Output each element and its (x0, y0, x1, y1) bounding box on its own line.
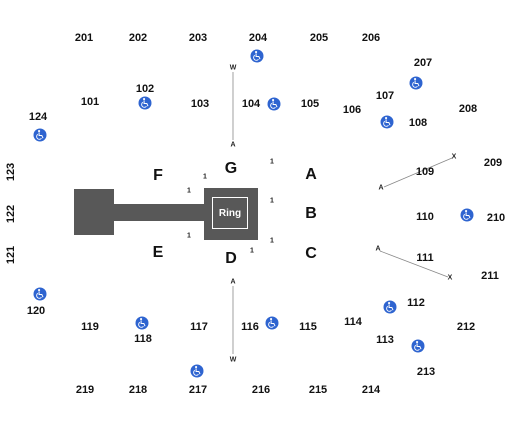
section-124[interactable]: 124 (28, 111, 48, 123)
section-215[interactable]: 215 (308, 384, 328, 396)
wheelchair-icon[interactable] (33, 287, 47, 301)
wheelchair-icon[interactable] (250, 49, 264, 63)
section-111[interactable]: 111 (416, 252, 434, 264)
section-117[interactable]: 117 (190, 321, 208, 333)
aisle-line-111 (379, 250, 449, 278)
wheelchair-icon[interactable] (135, 316, 149, 330)
section-219[interactable]: 219 (75, 384, 95, 396)
ring-label: Ring (212, 197, 248, 229)
section-120[interactable]: 120 (26, 305, 46, 317)
section-106[interactable]: 106 (342, 104, 362, 116)
section-113[interactable]: 113 (376, 334, 394, 346)
aisle-marker-a: A (230, 141, 236, 149)
floor-section-d[interactable]: D (225, 250, 237, 267)
section-217[interactable]: 217 (188, 384, 208, 396)
aisle-marker-x: X (447, 274, 453, 282)
section-109[interactable]: 109 (415, 166, 435, 178)
aisle-marker-a: A (375, 245, 381, 253)
section-213[interactable]: 213 (416, 366, 436, 378)
wheelchair-icon[interactable] (265, 316, 279, 330)
ring[interactable]: Ring (204, 188, 258, 240)
section-104[interactable]: 104 (241, 98, 261, 110)
wheelchair-icon[interactable] (138, 96, 152, 110)
row-marker: 1 (187, 187, 191, 195)
section-202[interactable]: 202 (128, 32, 148, 44)
section-107[interactable]: 107 (375, 90, 395, 102)
section-105[interactable]: 105 (300, 98, 320, 110)
wheelchair-icon[interactable] (33, 128, 47, 142)
section-102[interactable]: 102 (135, 83, 155, 95)
section-123[interactable]: 123 (5, 162, 17, 182)
section-216[interactable]: 216 (251, 384, 271, 396)
section-211[interactable]: 211 (481, 270, 499, 282)
aisle-line-109 (383, 157, 453, 188)
section-201[interactable]: 201 (74, 32, 94, 44)
section-119[interactable]: 119 (81, 321, 99, 333)
wheelchair-icon[interactable] (409, 76, 423, 90)
section-122[interactable]: 122 (5, 204, 17, 224)
section-115[interactable]: 115 (299, 321, 317, 333)
section-209[interactable]: 209 (483, 157, 503, 169)
section-203[interactable]: 203 (188, 32, 208, 44)
aisle-marker-w: W (229, 64, 237, 72)
wheelchair-icon[interactable] (380, 115, 394, 129)
wheelchair-icon[interactable] (411, 339, 425, 353)
section-204[interactable]: 204 (248, 32, 268, 44)
section-218[interactable]: 218 (128, 384, 148, 396)
section-208[interactable]: 208 (458, 103, 478, 115)
floor-section-b[interactable]: B (305, 205, 317, 222)
row-marker: 1 (270, 158, 274, 166)
section-103[interactable]: 103 (190, 98, 210, 110)
floor-section-e[interactable]: E (152, 244, 164, 261)
section-121[interactable]: 121 (5, 245, 17, 265)
row-marker: 1 (250, 247, 254, 255)
wheelchair-icon[interactable] (460, 208, 474, 222)
aisle-marker-a: A (378, 184, 384, 192)
floor-section-a[interactable]: A (305, 166, 317, 183)
section-108[interactable]: 108 (408, 117, 428, 129)
section-214[interactable]: 214 (361, 384, 381, 396)
section-205[interactable]: 205 (309, 32, 329, 44)
aisle-marker-w: W (229, 356, 237, 364)
floor-section-g[interactable]: G (224, 160, 238, 177)
entrance-ramp (113, 204, 205, 221)
wheelchair-icon[interactable] (267, 97, 281, 111)
row-marker: 1 (270, 197, 274, 205)
row-marker: 1 (203, 173, 207, 181)
row-marker: 1 (187, 232, 191, 240)
section-101[interactable]: 101 (80, 96, 100, 108)
section-110[interactable]: 110 (416, 211, 434, 223)
section-114[interactable]: 114 (344, 316, 362, 328)
section-210[interactable]: 210 (486, 212, 506, 224)
section-116[interactable]: 116 (241, 321, 259, 333)
section-206[interactable]: 206 (361, 32, 381, 44)
wheelchair-icon[interactable] (190, 364, 204, 378)
stage (74, 189, 114, 235)
section-112[interactable]: 112 (407, 297, 425, 309)
aisle-marker-x: X (451, 153, 457, 161)
section-207[interactable]: 207 (413, 57, 433, 69)
section-212[interactable]: 212 (456, 321, 476, 333)
aisle-marker-a: A (230, 278, 236, 286)
row-marker: 1 (270, 237, 274, 245)
section-118[interactable]: 118 (134, 333, 152, 345)
floor-section-f[interactable]: F (153, 167, 163, 184)
floor-section-c[interactable]: C (305, 245, 317, 262)
wheelchair-icon[interactable] (383, 300, 397, 314)
